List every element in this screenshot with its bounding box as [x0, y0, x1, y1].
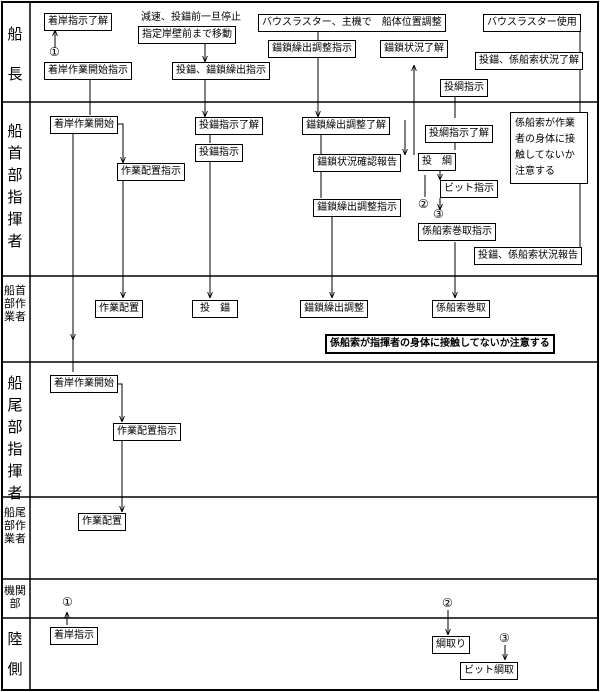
lane-label: 機関部 — [4, 584, 26, 610]
node: 投錨、係船索状況報告 — [474, 247, 582, 265]
node: 着岸指示 — [50, 627, 98, 645]
node: 錨鎖繰出調整 — [300, 300, 368, 318]
node: バウスラスター、主機で 船体位置調整 — [258, 14, 446, 32]
node: バウスラスター使用 — [483, 14, 581, 32]
connectors — [55, 30, 581, 660]
node: 投綱指示 — [440, 79, 488, 97]
node: 着岸作業開始 — [50, 375, 118, 393]
node: 投 綱 — [418, 153, 456, 171]
marker: ① — [62, 595, 73, 609]
node: 錨鎖状況了解 — [380, 40, 448, 58]
node: ビット指示 — [440, 180, 498, 198]
marker: ② — [442, 596, 453, 610]
node: 係船索巻取指示 — [418, 223, 496, 241]
node: 作業配置 — [78, 513, 126, 531]
node: 係船索が作業者の身体に接触してないか注意する — [510, 112, 588, 184]
node: 作業配置指示 — [113, 423, 181, 441]
node: 投錨指示了解 — [195, 117, 263, 135]
node: 投錨、係船索状況了解 — [475, 52, 583, 70]
marker: ② — [418, 197, 429, 211]
node: 錨鎖繰出調整了解 — [302, 117, 390, 135]
marker: ③ — [433, 207, 444, 221]
node: 錨鎖状況確認報告 — [313, 154, 401, 172]
node: 投錨、錨鎖繰出指示 — [172, 62, 270, 80]
node: 錨鎖繰出調整指示 — [313, 199, 401, 217]
node: 作業配置指示 — [117, 163, 185, 181]
node: 錨鎖繰出調整指示 — [268, 40, 356, 58]
lane-label: 船首部指揮者 — [7, 122, 23, 250]
node: 投 錨 — [192, 300, 238, 318]
lane-label: 船尾部作業者 — [4, 506, 26, 545]
node: 着岸作業開始 — [50, 116, 118, 134]
lane-label: 船首部作業者 — [4, 284, 26, 323]
node: ビット綱取 — [460, 662, 518, 680]
node: 作業配置 — [95, 300, 143, 318]
node: 投綱指示了解 — [425, 125, 493, 143]
node: 係船索巻取 — [432, 300, 490, 318]
node-text: 減速、投錨前一旦停止 — [141, 12, 241, 23]
node: 指定岸壁前まで移動 — [138, 26, 236, 44]
lane-label: 船長 — [7, 25, 23, 83]
marker: ① — [49, 45, 60, 59]
node: 着岸指示了解 — [44, 13, 112, 31]
node: 綱取り — [432, 636, 470, 654]
lane-label: 陸側 — [7, 630, 23, 678]
marker: ③ — [499, 631, 510, 645]
node: 投錨指示 — [195, 144, 243, 162]
node: 係船索が指揮者の身体に接触してないか注意する — [325, 334, 555, 354]
node: 着岸作業開始指示 — [44, 62, 132, 80]
lane-label: 船尾部指揮者 — [7, 374, 23, 502]
